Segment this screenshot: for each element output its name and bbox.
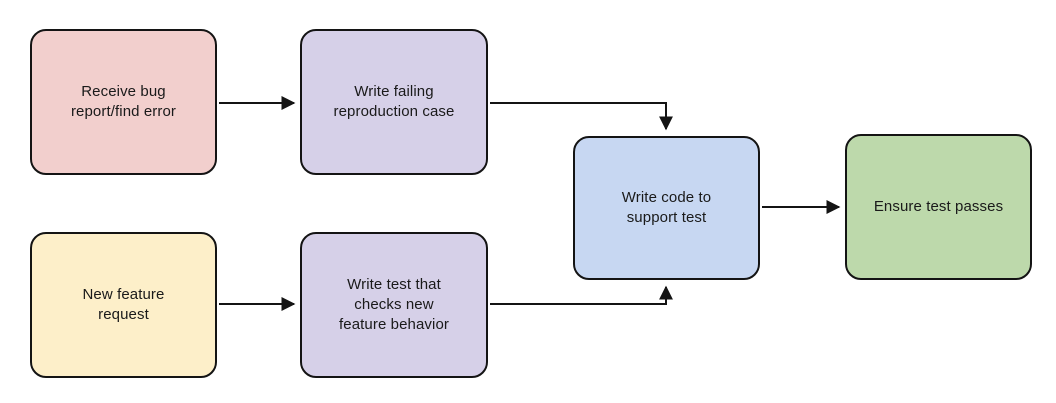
edge-failing-case-to-write-code: [490, 102, 673, 131]
node-label: Write code to support test: [621, 189, 712, 226]
node-label: Ensure test passes: [873, 198, 1004, 215]
node-ensure-test-passes[interactable]: Ensure test passes: [845, 134, 1032, 280]
node-label: New feature request: [82, 286, 165, 323]
node-write-failing-reproduction-case[interactable]: Write failing reproduction case: [300, 29, 488, 175]
node-label: Write failing reproduction case: [333, 83, 455, 120]
edge-write-test-to-write-code: [490, 285, 673, 305]
node-receive-bug-report[interactable]: Receive bug report/find error: [30, 29, 217, 175]
node-new-feature-request[interactable]: New feature request: [30, 232, 217, 378]
node-label: Receive bug report/find error: [70, 83, 177, 120]
node-write-code-to-support-test[interactable]: Write code to support test: [573, 136, 760, 280]
node-write-test-checks-new-feature[interactable]: Write test that checks new feature behav…: [300, 232, 488, 378]
node-label: Write test that checks new feature behav…: [338, 276, 449, 333]
